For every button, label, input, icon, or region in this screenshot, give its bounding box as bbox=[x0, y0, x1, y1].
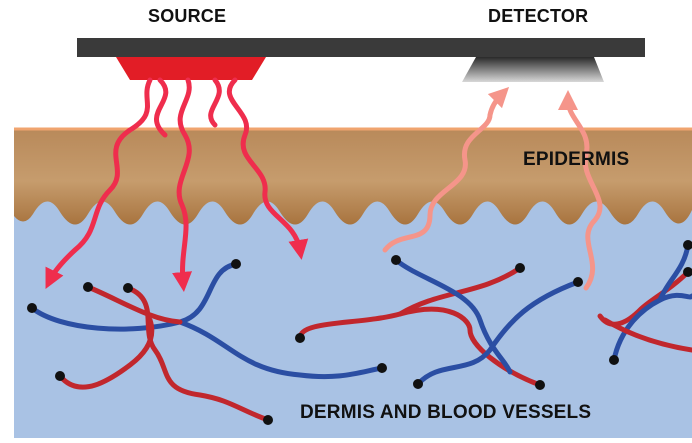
vessel-tip bbox=[609, 355, 619, 365]
vessel-tip bbox=[573, 277, 583, 287]
sensor-bar bbox=[77, 38, 645, 57]
vessel-tip bbox=[231, 259, 241, 269]
source-emitter bbox=[116, 57, 266, 80]
source-label: SOURCE bbox=[148, 6, 226, 27]
light-ray-4 bbox=[156, 80, 165, 135]
vessel-tip bbox=[535, 380, 545, 390]
vessel-tip bbox=[83, 282, 93, 292]
vessel-tip bbox=[413, 379, 423, 389]
dermis-label: DERMIS AND BLOOD VESSELS bbox=[300, 402, 591, 424]
vessel-tip bbox=[27, 303, 37, 313]
vessel-tip bbox=[263, 415, 273, 425]
vessel-tip bbox=[391, 255, 401, 265]
detector-label: DETECTOR bbox=[488, 6, 588, 27]
vessel-tip bbox=[123, 283, 133, 293]
epidermis-label: EPIDERMIS bbox=[523, 149, 629, 171]
detector-sensor bbox=[462, 57, 604, 82]
vessel-tip bbox=[295, 333, 305, 343]
vessel-tip bbox=[515, 263, 525, 273]
vessel-tip bbox=[55, 371, 65, 381]
vessel-tip bbox=[377, 363, 387, 373]
light-ray-5 bbox=[211, 80, 220, 125]
